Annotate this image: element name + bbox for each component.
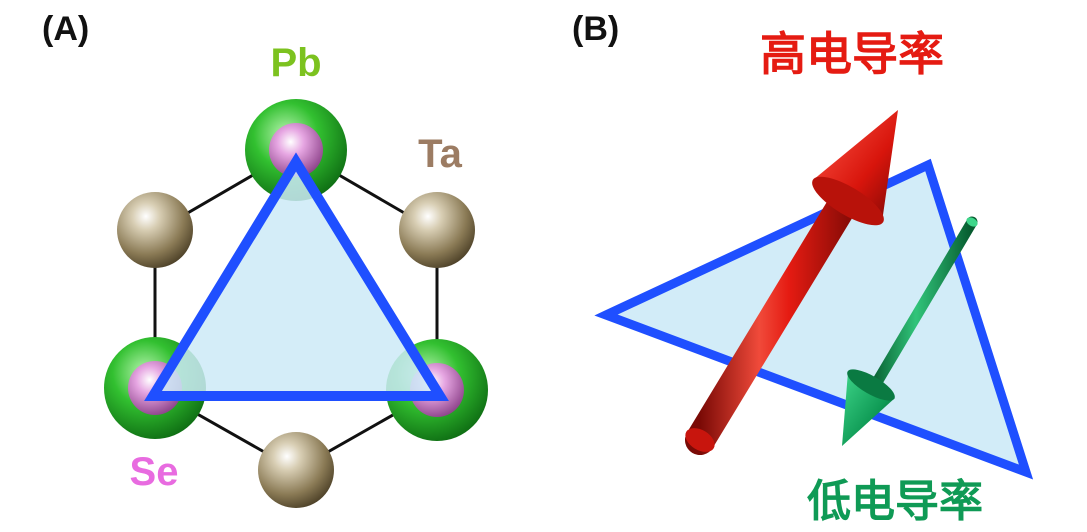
panel-a: (A) Pb Ta Se [42, 10, 488, 508]
pb-label: Pb [270, 41, 321, 85]
ta-label: Ta [418, 132, 462, 176]
triangle-b [594, 158, 1034, 480]
panel-b: (B) 高电导率 低电导率 [572, 10, 1034, 527]
low-conductivity-label: 低电导率 [807, 476, 983, 527]
panel-a-label: (A) [42, 10, 89, 48]
ta-atom-upper-right [399, 192, 475, 268]
high-conductivity-arrow [685, 110, 898, 455]
low-conductivity-arrow [842, 216, 978, 446]
panel-b-label: (B) [572, 10, 619, 48]
se-label: Se [130, 450, 179, 494]
ta-atom-upper-left [117, 192, 193, 268]
ta-atom-bottom [258, 432, 334, 508]
high-conductivity-label: 高电导率 [760, 27, 944, 81]
pb-atom-top [245, 99, 347, 201]
triangle-a [144, 152, 449, 401]
